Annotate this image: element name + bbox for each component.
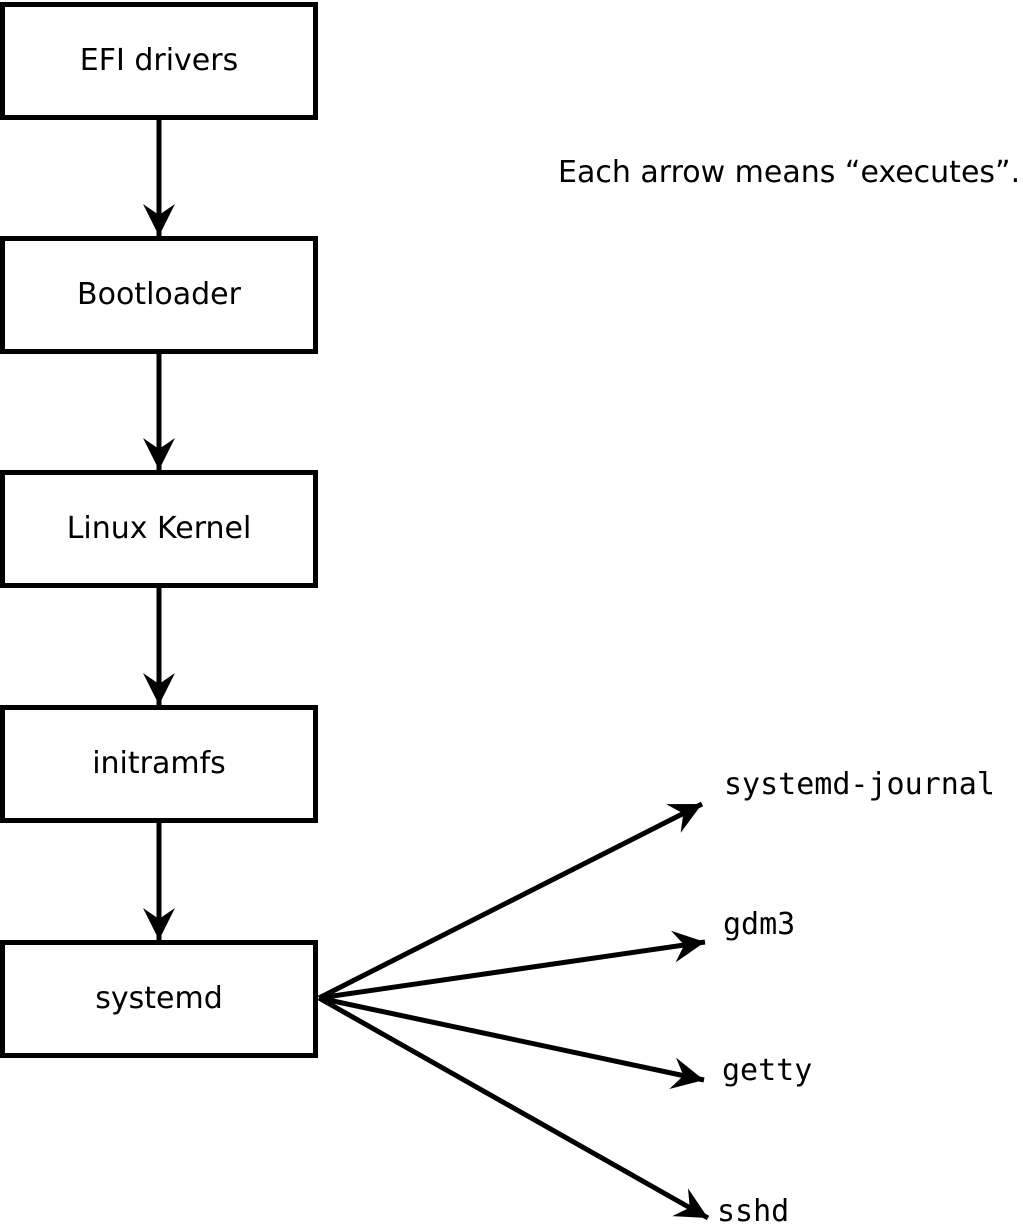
node-systemd: systemd — [0, 940, 318, 1058]
arrow-systemd-to-sshd — [317, 995, 710, 1221]
node-efi-drivers: EFI drivers — [0, 2, 318, 120]
arrow-meaning-note: Each arrow means “executes”. — [558, 155, 1021, 190]
node-efi-drivers-label: EFI drivers — [79, 43, 239, 78]
service-label-getty: getty — [722, 1053, 813, 1088]
arrow-systemd-to-getty — [318, 995, 705, 1089]
node-linux-kernel: Linux Kernel — [0, 470, 318, 588]
service-label-systemd-journal: systemd-journal — [724, 767, 995, 802]
node-linux-kernel-label: Linux Kernel — [66, 511, 252, 546]
node-initramfs: initramfs — [0, 705, 318, 823]
node-systemd-label: systemd — [95, 981, 223, 1016]
node-bootloader-label: Bootloader — [77, 277, 241, 312]
service-label-gdm3: gdm3 — [723, 907, 796, 942]
node-initramfs-label: initramfs — [92, 746, 226, 781]
node-bootloader: Bootloader — [0, 236, 318, 354]
service-label-sshd: sshd — [717, 1194, 790, 1229]
arrow-systemd-to-gdm3 — [318, 930, 706, 1001]
arrow-systemd-to-systemd-journal — [317, 801, 704, 1001]
